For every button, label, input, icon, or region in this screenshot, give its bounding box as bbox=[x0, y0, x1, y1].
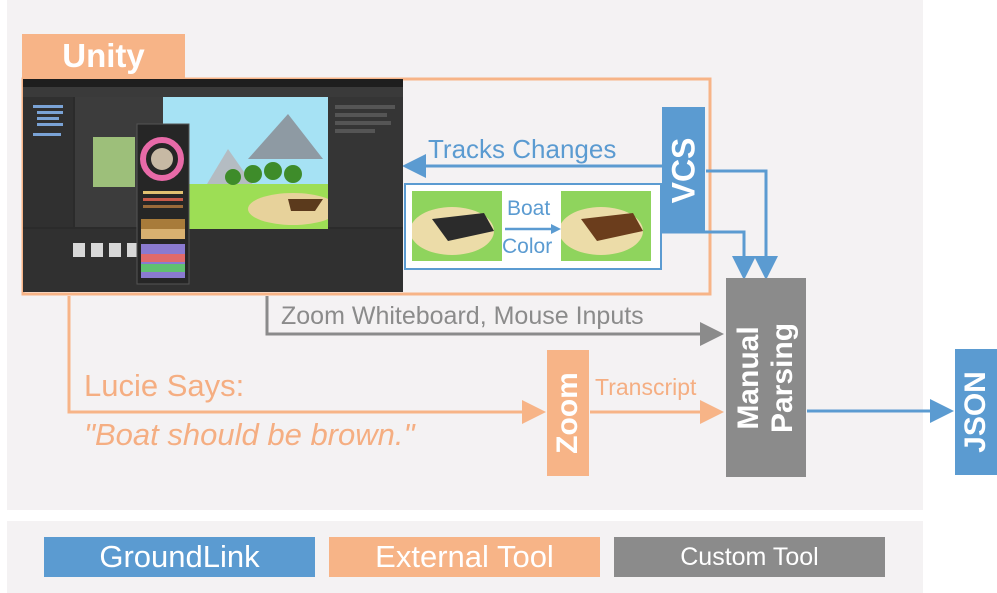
zoom-label: Zoom bbox=[551, 372, 584, 454]
json-box: JSON bbox=[955, 349, 997, 475]
speech-to-zoom-arrow bbox=[67, 296, 546, 424]
vcs-to-parsing-arrow bbox=[706, 169, 778, 280]
whiteboard-label: Zoom Whiteboard, Mouse Inputs bbox=[281, 302, 644, 330]
speaker-label: Lucie Says: bbox=[84, 368, 245, 403]
preview-to-parsing-arrow bbox=[658, 230, 756, 280]
legend-groundlink: GroundLink bbox=[44, 537, 315, 577]
legend-external-tool: External Tool bbox=[329, 537, 600, 577]
zoom-box: Zoom bbox=[547, 350, 589, 476]
change-preview: Boat Color bbox=[404, 183, 662, 270]
boat-before-image bbox=[412, 191, 502, 261]
unity-editor-illustration bbox=[23, 79, 403, 292]
vcs-label: VCS bbox=[665, 137, 702, 203]
legend-custom-tool: Custom Tool bbox=[614, 537, 885, 577]
vcs-box: VCS bbox=[662, 107, 705, 233]
utterance-quote: "Boat should be brown." bbox=[84, 417, 415, 452]
transcript-label: Transcript bbox=[595, 374, 697, 400]
json-label: JSON bbox=[959, 371, 993, 453]
change-arrow-icon bbox=[505, 224, 561, 234]
boat-after-image bbox=[561, 191, 651, 261]
whiteboard-arrow bbox=[265, 296, 724, 346]
unity-editor-screenshot bbox=[23, 79, 403, 292]
boat-label: Boat bbox=[507, 197, 551, 220]
parsing-label: Parsing bbox=[766, 322, 800, 433]
tracks-changes-label: Tracks Changes bbox=[428, 134, 617, 164]
color-label: Color bbox=[502, 235, 553, 258]
manual-parsing-box: Manual Parsing bbox=[726, 278, 806, 477]
unity-label: Unity bbox=[22, 34, 185, 78]
manual-label: Manual bbox=[732, 325, 766, 430]
manual-parsing-label: Manual Parsing bbox=[732, 322, 800, 432]
